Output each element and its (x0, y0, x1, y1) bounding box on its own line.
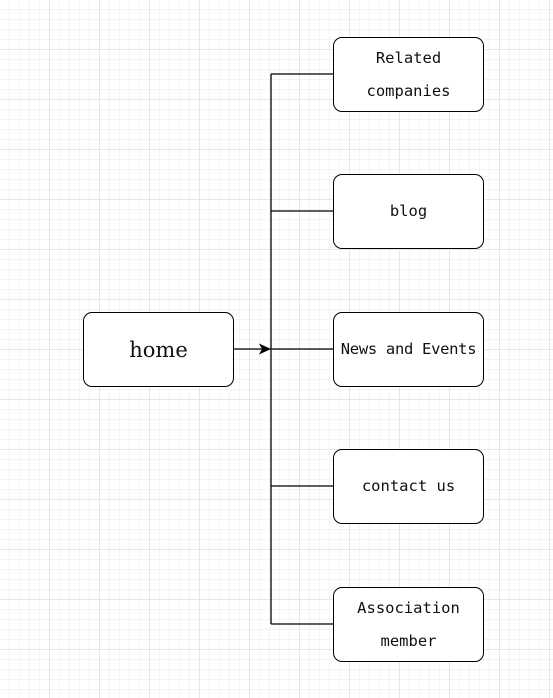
node-home[interactable]: home (83, 312, 234, 387)
node-related-companies[interactable]: Related companies (333, 37, 484, 112)
node-blog[interactable]: blog (333, 174, 484, 249)
node-news-and-events-label: News and Events (340, 340, 477, 358)
node-news-and-events[interactable]: News and Events (333, 312, 484, 387)
node-contact-us-label: contact us (361, 477, 456, 495)
node-home-label: home (129, 337, 188, 362)
arrowhead-icon (259, 343, 271, 355)
node-related-companies-label: Related companies (366, 48, 451, 100)
node-association-member[interactable]: Association member (333, 587, 484, 662)
node-blog-label: blog (389, 202, 428, 220)
node-contact-us[interactable]: contact us (333, 449, 484, 524)
node-association-member-label: Association member (357, 598, 460, 650)
